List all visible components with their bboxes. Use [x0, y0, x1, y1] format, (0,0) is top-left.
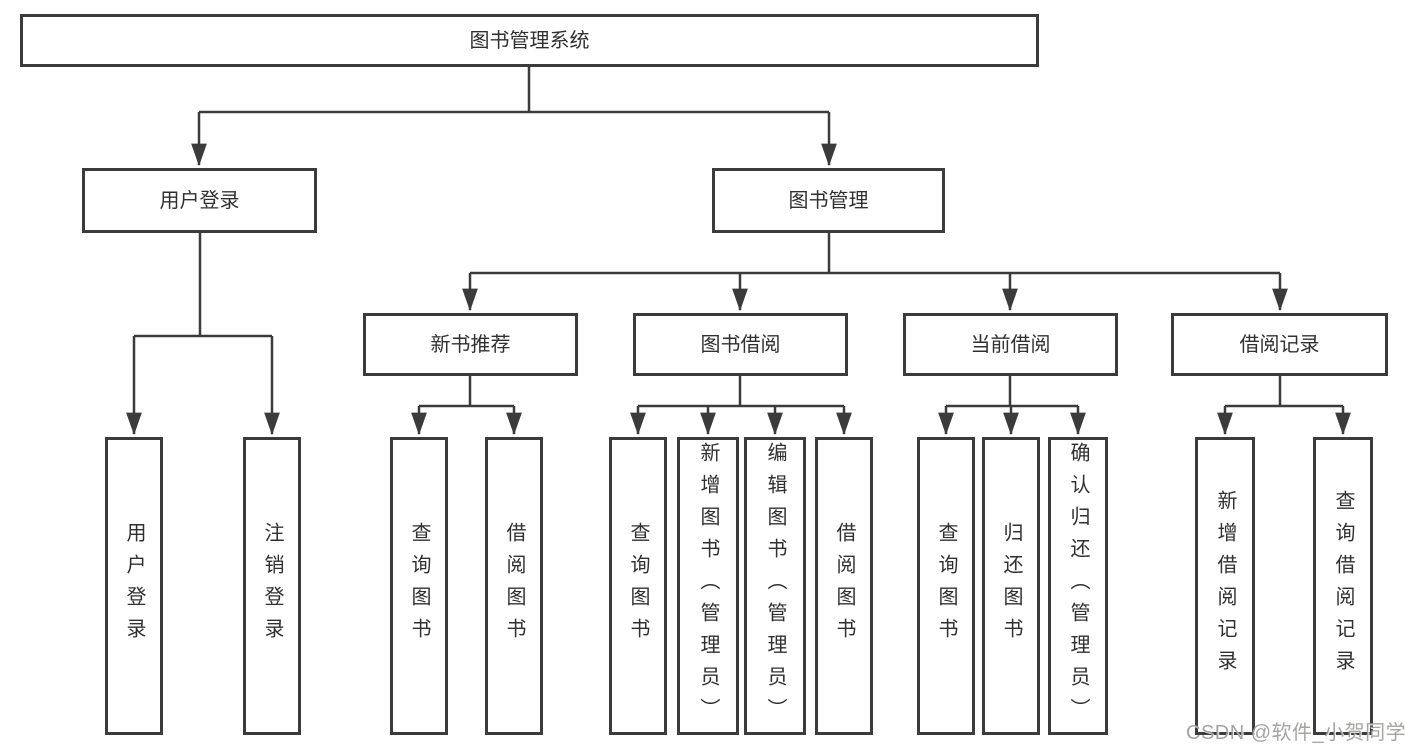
node-current-borrowing: 当前借阅 — [903, 313, 1118, 376]
node-new-book-recommend: 新书推荐 — [363, 313, 578, 376]
leaf-bb-borrow-books: 借阅图书 — [815, 437, 873, 735]
leaf-user-login: 用户登录 — [105, 437, 163, 735]
leaf-cb-return-books: 归还图书 — [982, 437, 1040, 735]
leaf-logout: 注销登录 — [243, 437, 301, 735]
node-book-management: 图书管理 — [712, 168, 945, 233]
leaf-cb-query-books: 查询图书 — [917, 437, 975, 735]
leaf-bb-query-books: 查询图书 — [609, 437, 667, 735]
node-root-system: 图书管理系统 — [20, 14, 1039, 67]
csdn-watermark: CSDN @软件_小贺同学 — [1186, 722, 1405, 744]
node-borrow-records: 借阅记录 — [1171, 313, 1388, 376]
node-user-login: 用户登录 — [82, 168, 317, 233]
leaf-bb-edit-books-admin: 编辑图书（管理员） — [744, 437, 806, 735]
leaf-bb-add-books-admin: 新增图书（管理员） — [677, 437, 739, 735]
node-book-borrowing: 图书借阅 — [633, 313, 848, 376]
leaf-br-query-record: 查询借阅记录 — [1313, 437, 1373, 735]
leaf-nbr-borrow-books: 借阅图书 — [485, 437, 543, 735]
leaf-br-add-record: 新增借阅记录 — [1195, 437, 1255, 735]
leaf-cb-confirm-return-admin: 确认归还（管理员） — [1048, 437, 1108, 735]
leaf-nbr-query-books: 查询图书 — [390, 437, 448, 735]
